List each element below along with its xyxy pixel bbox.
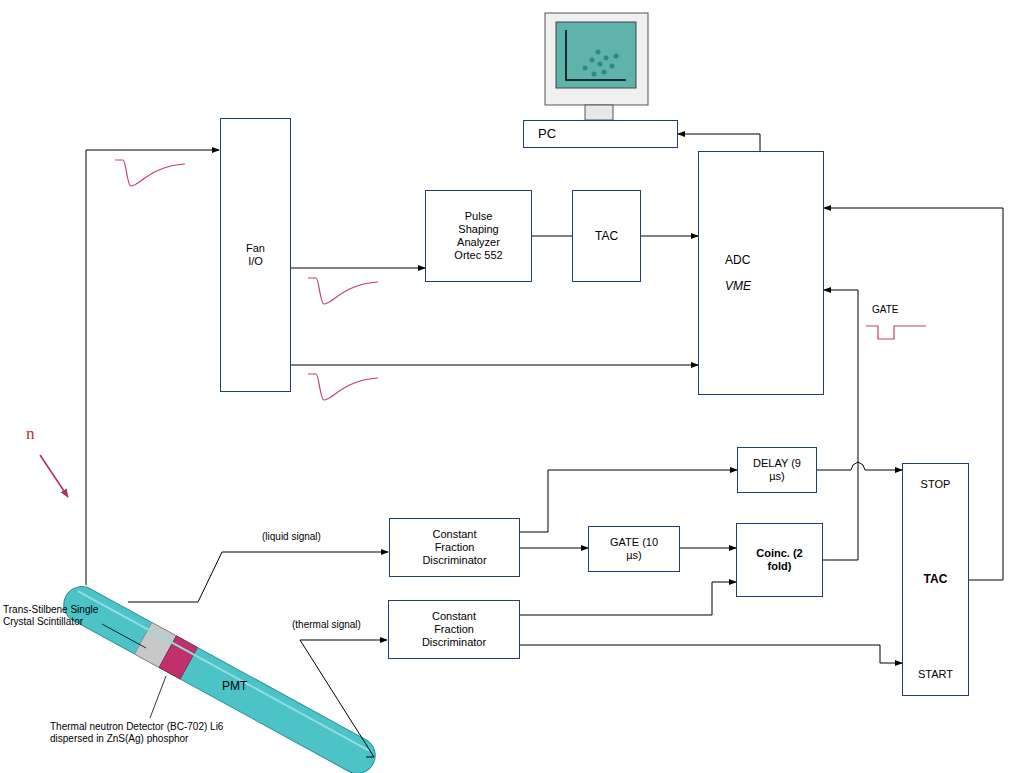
signal-name: GATE: [872, 304, 912, 316]
plot-dots: [583, 50, 619, 77]
box-text: Fan I/O: [240, 242, 272, 268]
label-text: (thermal signal): [292, 619, 402, 631]
label-text: Thermal neutron Detector (BC-702) Li6 di…: [50, 721, 240, 745]
signal-connector: [678, 134, 760, 151]
monitor-frame: [545, 13, 648, 105]
gate-box: GATE (10 µs): [588, 526, 680, 572]
signal-pulse: [308, 374, 378, 400]
signal-connector: [520, 645, 902, 663]
tac-box: STOP TAC START: [902, 463, 969, 696]
box-text: START: [918, 668, 953, 681]
part-name: Thermal neutron Detector (BC-702) Li6 di…: [50, 721, 240, 745]
plot-axes: [566, 30, 626, 80]
box-text: Constant Fraction Discriminator: [413, 528, 497, 568]
signal-connector: [641, 236, 698, 237]
signal-connector: [817, 462, 902, 470]
signal-name: (thermal signal): [292, 619, 402, 631]
detector-cylinder: [57, 580, 381, 773]
label-text: Trans-Stilbene Single Crystal Scintillat…: [3, 604, 103, 628]
detector: [57, 580, 381, 773]
tac-box: TAC: [572, 190, 641, 282]
box-text: Constant Fraction Discriminator: [412, 610, 496, 650]
thermal-signal-wire: [300, 640, 387, 757]
thermal-neutron-detector: [159, 636, 197, 679]
cfd-box: Constant Fraction Discriminator: [389, 518, 520, 577]
signal-connector: [520, 548, 588, 549]
pc-base: PC: [523, 120, 678, 148]
box-text: Coinc. (2 fold): [754, 547, 806, 573]
neutron-arrow: [40, 455, 68, 497]
signal-connector: [291, 268, 425, 269]
leader-line: [102, 624, 146, 648]
monitor-stand: [585, 105, 613, 120]
signal-connector: [823, 290, 858, 560]
box-text: GATE (10 µs): [609, 536, 659, 562]
delay-box: DELAY (9 µs): [737, 447, 817, 493]
box-text: ADC: [725, 253, 750, 267]
monitor-screen: [556, 22, 636, 88]
label-text: PMT: [222, 679, 262, 693]
signal-connector: [532, 236, 572, 237]
label-text: GATE: [872, 304, 912, 316]
signal-name: (liquid signal): [262, 531, 372, 543]
box-text: STOP: [921, 478, 951, 491]
liquid-signal-wire: [128, 552, 388, 602]
signal-pulse: [308, 278, 378, 304]
anode-signal-wire: [86, 150, 219, 585]
box-text: PC: [538, 126, 556, 142]
box-text: Pulse Shaping Analyzer Ortec 552: [447, 210, 511, 263]
signal-connector: [520, 470, 737, 532]
signal-connector: [680, 548, 736, 549]
shaping-analyzer-box: Pulse Shaping Analyzer Ortec 552: [425, 190, 532, 282]
signal-connector: [291, 365, 698, 366]
label-text: n: [26, 424, 46, 444]
leader-line: [150, 676, 166, 718]
fan-io-box: Fan I/O: [220, 118, 291, 392]
gate-pulse: [866, 326, 926, 339]
box-text: TAC: [924, 572, 948, 586]
cfd-box: Constant Fraction Discriminator: [388, 600, 520, 659]
box-text: DELAY (9 µs): [753, 457, 801, 483]
label-text: (liquid signal): [262, 531, 372, 543]
incident-neutron: n: [26, 424, 46, 444]
part-name: Trans-Stilbene Single Crystal Scintillat…: [3, 604, 103, 628]
box-text: VME: [725, 279, 751, 293]
coincidence-box: Coinc. (2 fold): [736, 523, 823, 597]
box-text: TAC: [595, 229, 618, 243]
part-name: PMT: [222, 679, 262, 693]
computer-monitor: [545, 13, 648, 120]
signal-connector: [520, 582, 736, 615]
signal-pulse: [115, 160, 185, 186]
adc-box: ADC VME: [698, 151, 824, 395]
